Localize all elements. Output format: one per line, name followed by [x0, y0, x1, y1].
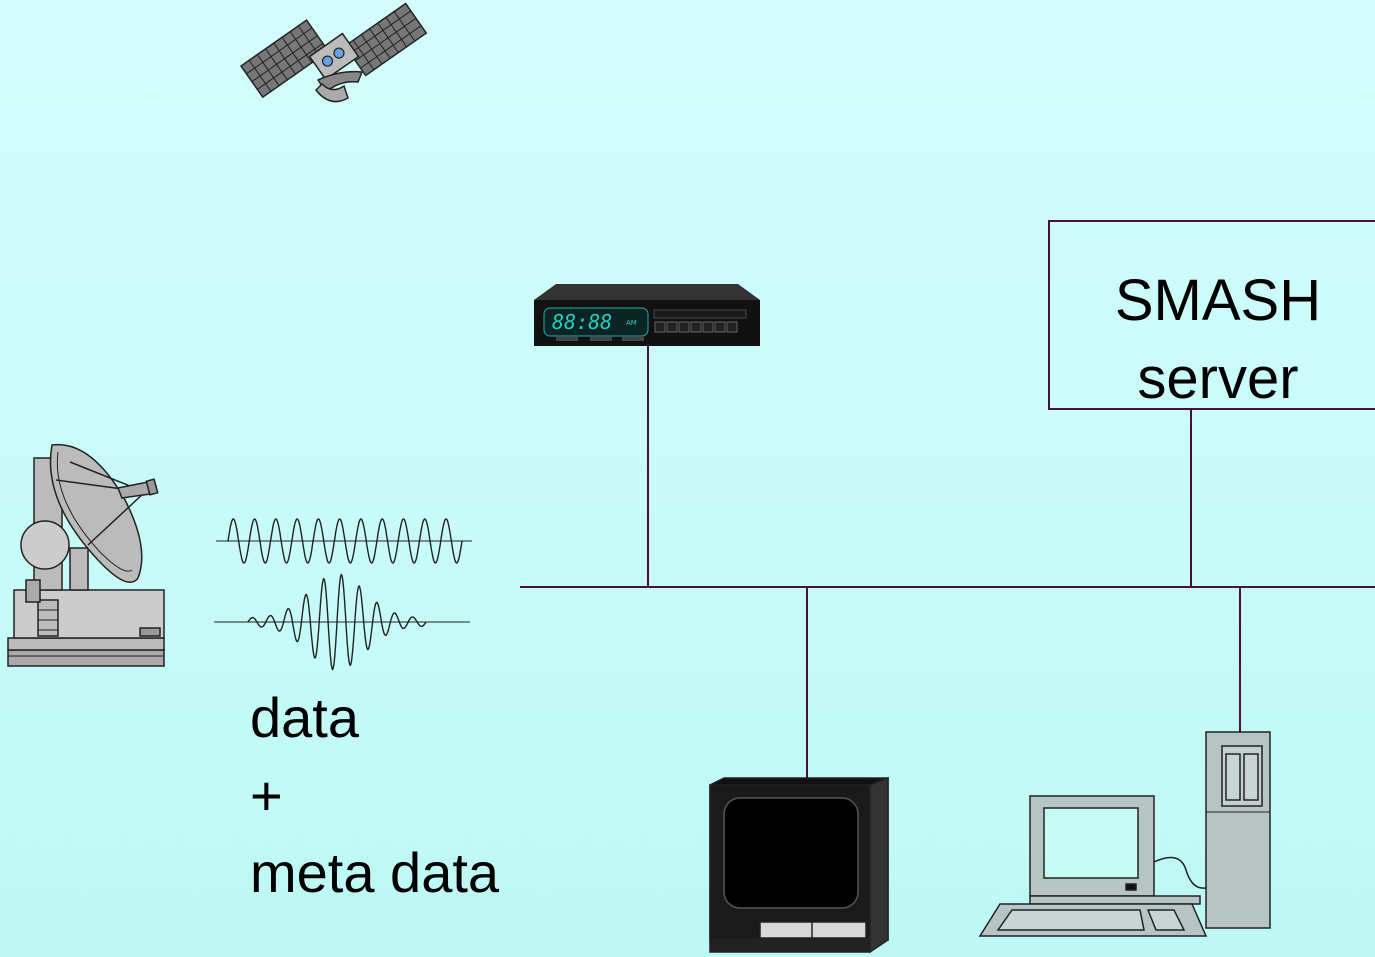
meta-data-label: meta data: [250, 841, 500, 904]
server-label-line2: server: [1137, 346, 1299, 411]
set-top-box-icon: 88:88 AM: [534, 284, 760, 346]
television-icon: [709, 776, 889, 954]
waveform-icon: [214, 518, 472, 671]
modulated-waveform: [247, 573, 427, 671]
set-top-box-display: 88:88: [552, 310, 612, 334]
satellite-icon: [239, 2, 428, 103]
carrier-waveform: [227, 518, 463, 564]
satellite-dish-icon: [7, 443, 165, 667]
plus-label: +: [250, 764, 283, 827]
smash-server-box: [1048, 220, 1375, 410]
smash-server-label: SMASH server: [1048, 262, 1375, 418]
desktop-computer-icon: [978, 731, 1271, 937]
data-label: data: [250, 686, 359, 749]
server-label-line1: SMASH: [1114, 268, 1322, 333]
set-top-box-indicator: AM: [626, 319, 637, 327]
network-lines: [520, 345, 1375, 785]
